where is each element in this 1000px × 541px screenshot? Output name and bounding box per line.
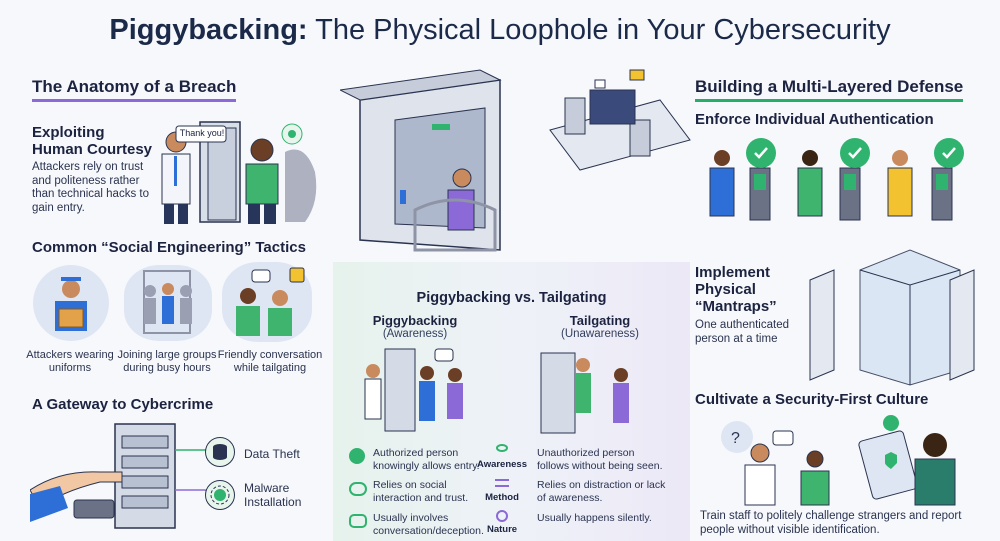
swap-arrows-icon: [495, 479, 509, 487]
defense-section-title: Building a Multi-Layered Defense: [695, 77, 964, 102]
culture-body: Train staff to politely challenge strang…: [700, 510, 962, 536]
person-icon: [349, 448, 365, 464]
row-nature-label: Nature: [486, 524, 518, 535]
tactic-caption-uniforms: Attackers wearing uniforms: [26, 349, 114, 374]
row-awareness-left: Authorized person knowingly allows entry…: [373, 447, 480, 472]
thank-you-bubble: Thank you!: [179, 128, 225, 138]
chat-icon: [349, 514, 367, 528]
comparison-title: Piggybacking vs. Tailgating: [416, 290, 607, 306]
piggybacking-heading: Piggybacking: [372, 313, 458, 328]
row-nature-right: Usually happens silently.: [537, 512, 652, 524]
check-icon: [934, 138, 964, 168]
row-method-label: Method: [485, 492, 519, 503]
culture-title: Cultivate a Security-First Culture: [695, 391, 929, 408]
anatomy-section-title: The Anatomy of a Breach: [32, 77, 237, 102]
eye-icon: [496, 444, 508, 452]
group-entry-icon: [124, 265, 212, 341]
gateway-title: A Gateway to Cybercrime: [32, 396, 214, 413]
tactic-caption-groups: Joining large groups during busy hours: [117, 349, 217, 374]
mantrap-illustration: [809, 249, 975, 386]
auth-title: Enforce Individual Authentication: [695, 111, 934, 128]
row-awareness-right: Unauthorized person follows without bein…: [537, 447, 663, 472]
eye-closed-icon: [496, 510, 508, 522]
courtesy-illustration: [161, 121, 317, 224]
people-icon: [349, 482, 367, 496]
svg-text:?: ?: [731, 430, 740, 447]
database-icon: [205, 437, 235, 467]
tailgating-heading: Tailgating: [569, 313, 631, 328]
mantrap-body: One authenticated person at a time: [695, 319, 789, 345]
tactics-title: Common “Social Engineering” Tactics: [32, 239, 306, 256]
piggybacking-illustration: [364, 348, 463, 432]
check-icon: [840, 138, 870, 168]
piggybacking-subheading: (Awareness): [382, 328, 448, 340]
row-nature-left: Usually involves conversation/deception.: [373, 512, 484, 537]
authentication-kiosks-illustration: [709, 150, 953, 221]
outcome-malware: Malware Installation: [244, 481, 302, 509]
uniform-attacker-icon: [33, 265, 109, 341]
row-method-left: Relies on social interaction and trust.: [373, 479, 469, 504]
server-usb-illustration: [30, 423, 216, 529]
tailgating-subheading: (Unawareness): [561, 328, 639, 340]
malware-icon: [205, 480, 235, 510]
courtesy-body: Attackers rely on trust and politeness r…: [32, 161, 149, 214]
courtesy-title: Exploiting Human Courtesy: [32, 124, 153, 158]
tactic-caption-conversation: Friendly conversation while tailgating: [217, 349, 323, 374]
security-culture-illustration: ?: [721, 415, 956, 506]
security-gate-illustration: [340, 69, 691, 252]
row-awareness-label: Awareness: [477, 459, 527, 470]
check-icon: [746, 138, 776, 168]
outcome-data-theft: Data Theft: [244, 447, 300, 461]
row-method-right: Relies on distraction or lack of awarene…: [537, 479, 666, 504]
friendly-conversation-icon: [222, 262, 312, 342]
mantrap-title: Implement Physical “Mantraps”: [695, 264, 777, 315]
tailgating-illustration: [540, 352, 629, 434]
page-title: Piggybacking: The Physical Loophole in Y…: [109, 14, 891, 46]
